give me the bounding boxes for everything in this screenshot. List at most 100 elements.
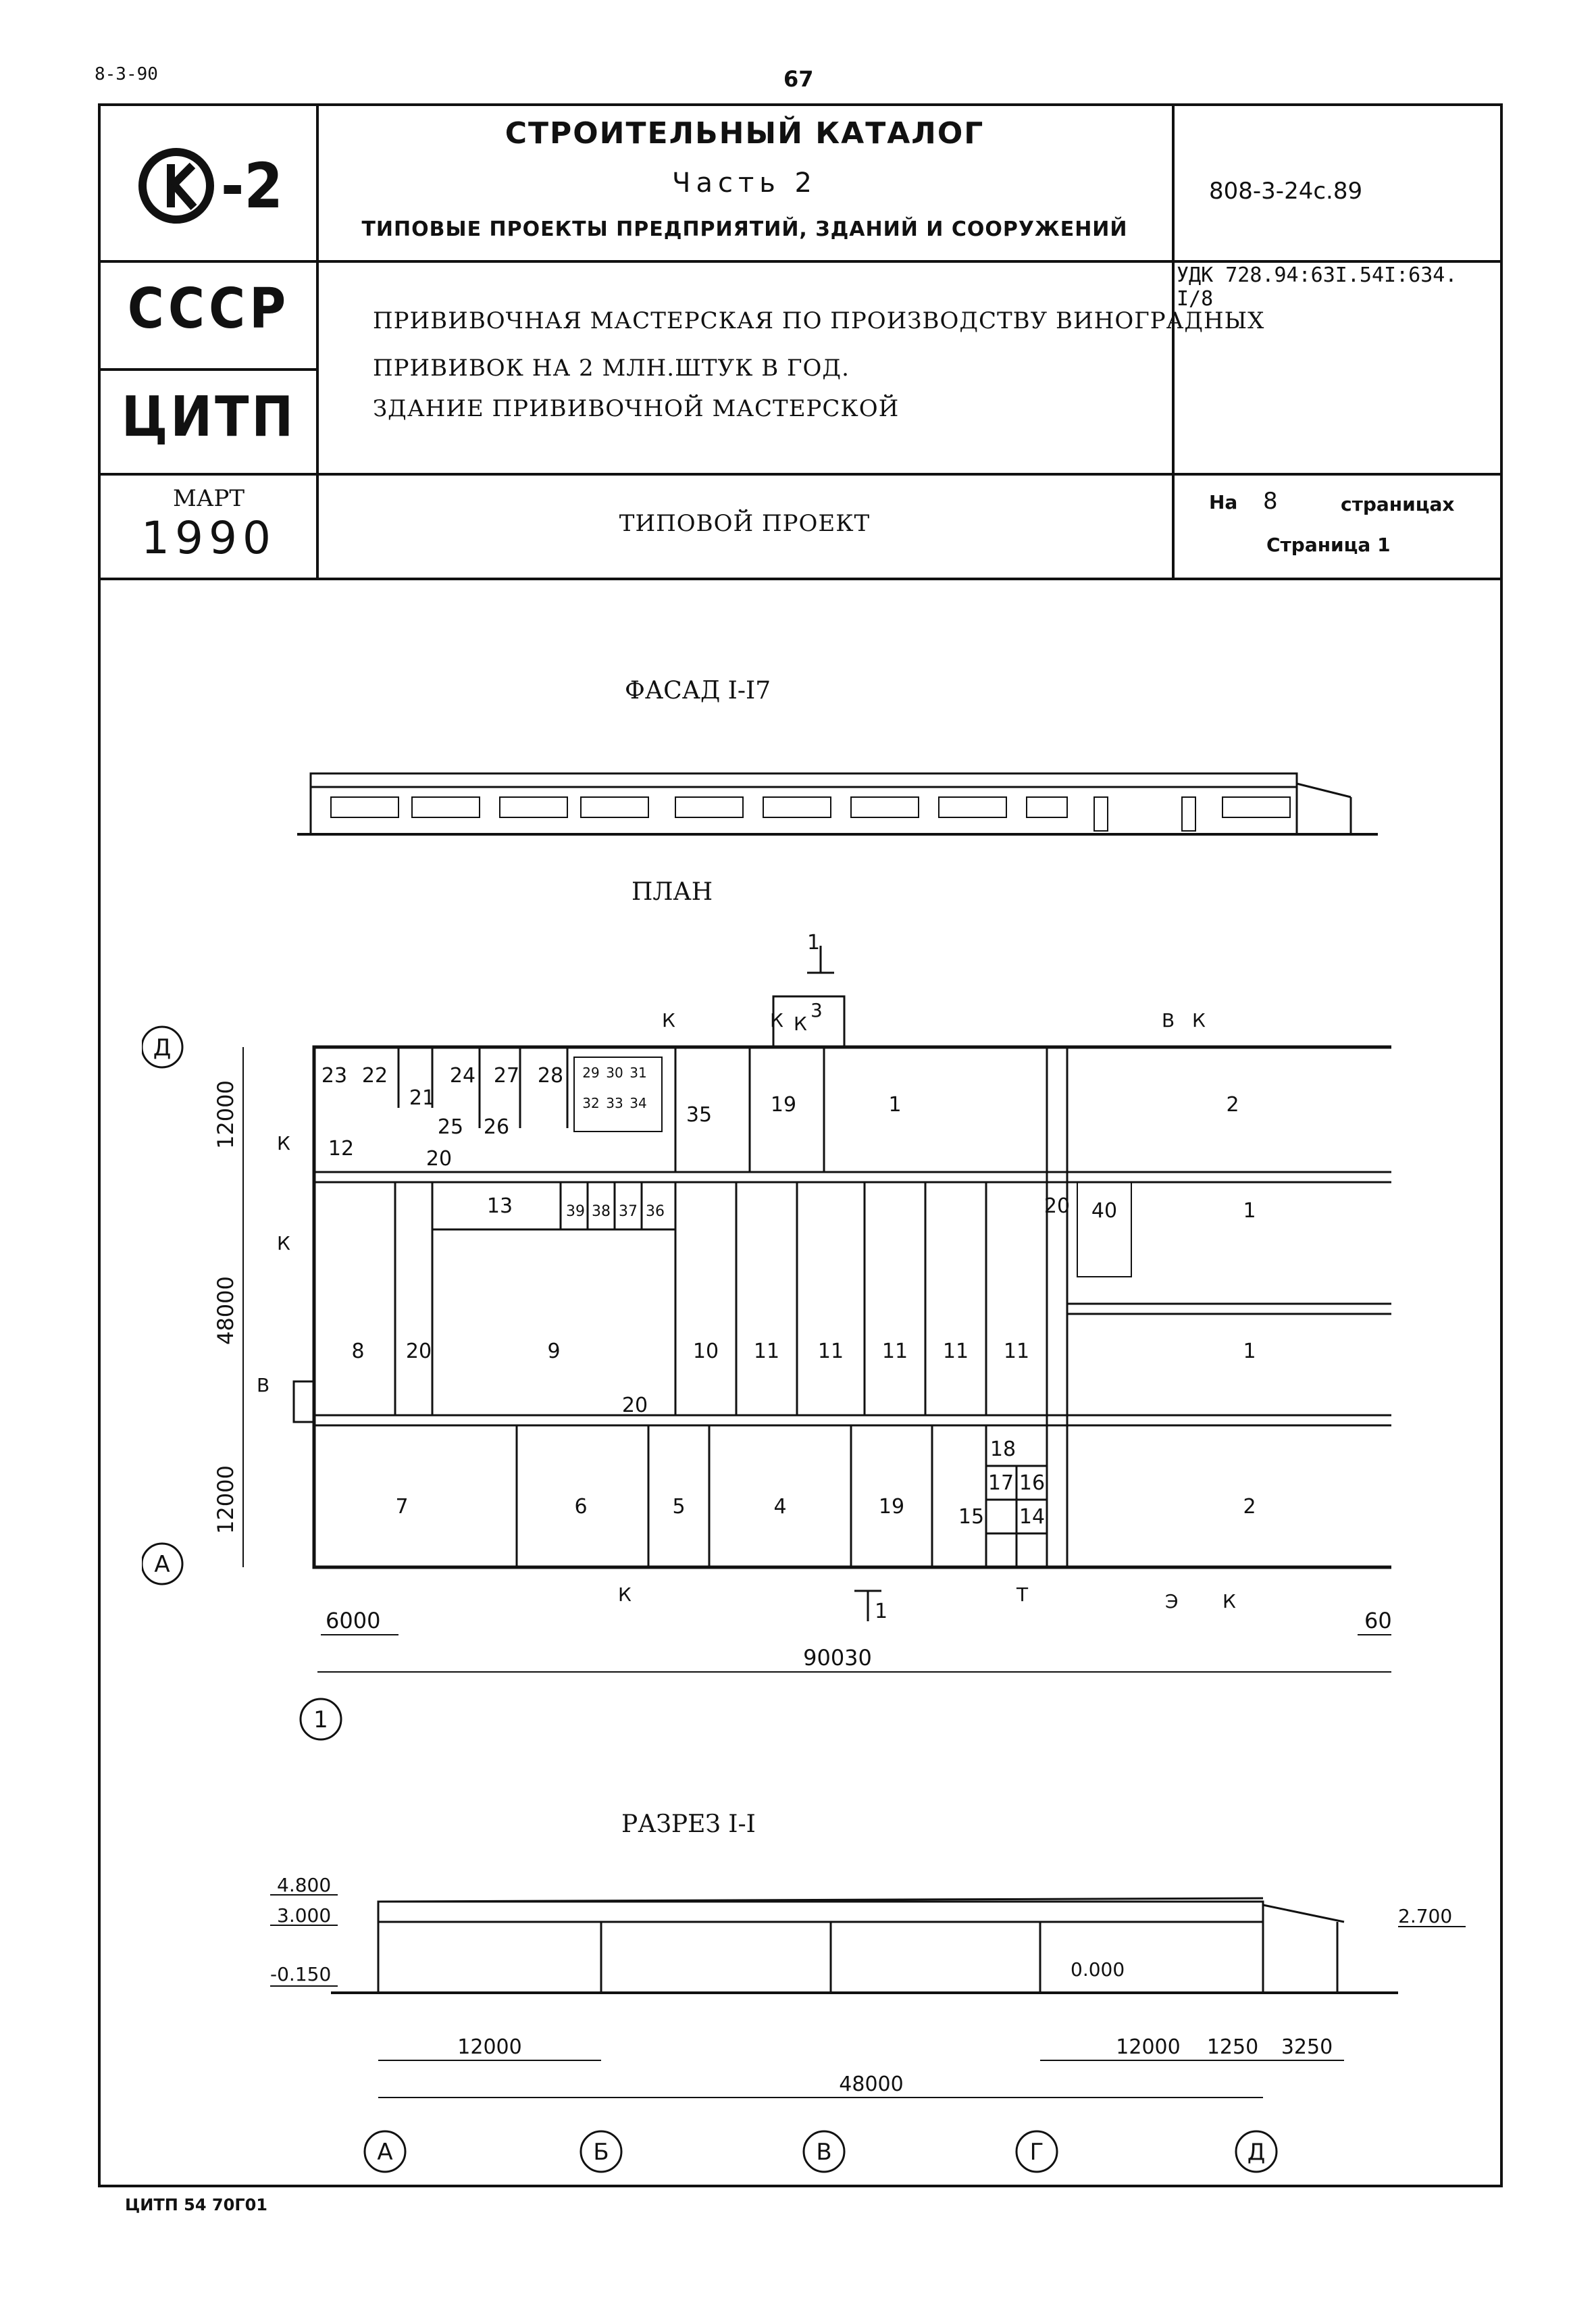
- axis-marker: А: [154, 1551, 170, 1578]
- room-number: 18: [990, 1438, 1016, 1461]
- entry-mark: К: [1192, 1009, 1206, 1032]
- divider: [1172, 103, 1175, 579]
- room-number: 13: [487, 1194, 513, 1218]
- project-code: 808-3-24с.89: [1209, 178, 1363, 205]
- pages-suffix: страницах: [1341, 493, 1455, 515]
- entry-mark: В: [1162, 1009, 1175, 1032]
- udk-line2: I/8: [1177, 287, 1214, 311]
- room-number: 4: [773, 1495, 786, 1519]
- section-drawing: 4.800 3.000 -0.150 2.700 0.000 12000 120…: [270, 1874, 1466, 2173]
- page-label: Страница 1: [1266, 534, 1391, 556]
- room-number: 19: [771, 1093, 796, 1117]
- entry-mark: К: [1222, 1590, 1236, 1612]
- dim-label: 1250: [1207, 2035, 1258, 2059]
- divider: [98, 260, 1503, 263]
- room-number: 28: [538, 1064, 563, 1088]
- catalog-logo: -2: [101, 118, 317, 253]
- room-number: 6: [574, 1495, 587, 1519]
- ck-catalog-logo-icon: [138, 148, 215, 224]
- pages-prefix: На: [1209, 491, 1238, 513]
- room-number: 15: [958, 1505, 984, 1529]
- divider: [98, 578, 1503, 580]
- level-mark: -0.150: [270, 1963, 331, 1985]
- page-number: 67: [783, 66, 814, 92]
- room-number: 2: [1226, 1093, 1239, 1117]
- facade-title: ФАСАД I-I7: [625, 677, 771, 705]
- room-number: 34: [629, 1095, 646, 1111]
- room-number: 9: [547, 1340, 560, 1363]
- year-label: 1990: [141, 512, 276, 564]
- dim-label: 3250: [1281, 2035, 1333, 2059]
- axis-marker: Д: [1247, 2139, 1266, 2166]
- divider: [98, 368, 317, 371]
- floor-plan: Д А 1 17 12000 48000 12000 6000 6000 900…: [142, 931, 1391, 1741]
- room-number: 20: [426, 1147, 452, 1171]
- org-label: ЦИТП: [121, 385, 297, 449]
- description-line1: ПРИВИВОЧНАЯ МАСТЕРСКАЯ ПО ПРОИЗВОДСТВУ В…: [373, 307, 1265, 334]
- room-number: 1: [888, 1093, 901, 1117]
- room-number: 10: [693, 1340, 719, 1363]
- description-line2: ПРИВИВОК НА 2 МЛН.ШТУК В ГОД.: [373, 355, 850, 382]
- axis-marker: В: [816, 2139, 831, 2166]
- project-type: ТИПОВОЙ ПРОЕКТ: [619, 510, 871, 537]
- dim-bottom-bay: 12000: [213, 1465, 238, 1534]
- room-number: 29: [582, 1065, 599, 1081]
- dim-total-height: 48000: [213, 1276, 238, 1345]
- dim-total-width: 90030: [803, 1645, 872, 1671]
- room-number: 33: [606, 1095, 623, 1111]
- room-number: 12: [328, 1137, 354, 1161]
- entry-mark: К: [770, 1009, 783, 1032]
- plan-title: ПЛАН: [632, 878, 713, 906]
- room-number: 11: [943, 1340, 969, 1363]
- entry-mark: В: [257, 1374, 269, 1396]
- room-number: 8: [351, 1340, 364, 1363]
- entry-mark: К: [618, 1583, 632, 1606]
- room-number: 20: [622, 1394, 648, 1417]
- entry-mark: К: [662, 1009, 675, 1032]
- divider: [98, 473, 1503, 476]
- dim-label: 12000: [1116, 2035, 1180, 2059]
- entry-mark: Т: [1016, 1583, 1029, 1606]
- axis-marker: Д: [153, 1034, 172, 1061]
- room-number: 38: [592, 1203, 611, 1220]
- entry-mark: К: [794, 1013, 807, 1035]
- room-number: 14: [1019, 1505, 1045, 1529]
- dim-left-span: 6000: [326, 1608, 380, 1633]
- month-label: МАРТ: [172, 485, 245, 512]
- room-number: 36: [646, 1203, 665, 1220]
- room-number: 19: [879, 1495, 904, 1519]
- room-number: 16: [1019, 1471, 1045, 1495]
- divider: [316, 103, 319, 579]
- room-number: 11: [1004, 1340, 1029, 1363]
- level-mark: 0.000: [1071, 1958, 1125, 1981]
- room-number: 31: [629, 1065, 646, 1081]
- catalog-title: СТРОИТЕЛЬНЫЙ КАТАЛОГ: [505, 116, 985, 151]
- room-number: 27: [494, 1064, 519, 1088]
- cut-label: 1: [807, 931, 820, 955]
- room-number: 40: [1091, 1199, 1117, 1223]
- room-number: 32: [582, 1095, 599, 1111]
- axis-marker: А: [377, 2139, 392, 2166]
- room-number: 25: [438, 1115, 463, 1139]
- dim-label: 48000: [839, 2073, 903, 2096]
- room-number: 5: [672, 1495, 685, 1519]
- corner-date: 8-3-90: [95, 64, 158, 84]
- room-number: 2: [1243, 1495, 1256, 1519]
- axis-marker: Б: [593, 2139, 609, 2166]
- entry-mark: 3: [810, 999, 823, 1021]
- entry-mark: К: [277, 1232, 290, 1254]
- level-mark: 2.700: [1398, 1905, 1452, 1927]
- dim-right-span: 6000: [1364, 1608, 1391, 1633]
- udk-line1: УДК 728.94:63I.54I:634.: [1177, 263, 1458, 287]
- pages-count: 8: [1263, 488, 1278, 515]
- room-number: 17: [988, 1471, 1014, 1495]
- room-number: 11: [754, 1340, 779, 1363]
- room-number: 35: [686, 1103, 712, 1127]
- room-number: 11: [882, 1340, 908, 1363]
- section-title: РАЗРЕЗ I-I: [621, 1810, 756, 1838]
- level-mark: 3.000: [277, 1904, 331, 1927]
- logo-text: -2: [221, 149, 283, 222]
- facade-drawing: [297, 772, 1378, 836]
- catalog-frame: [98, 103, 1503, 2187]
- entry-mark: Э: [1165, 1590, 1179, 1612]
